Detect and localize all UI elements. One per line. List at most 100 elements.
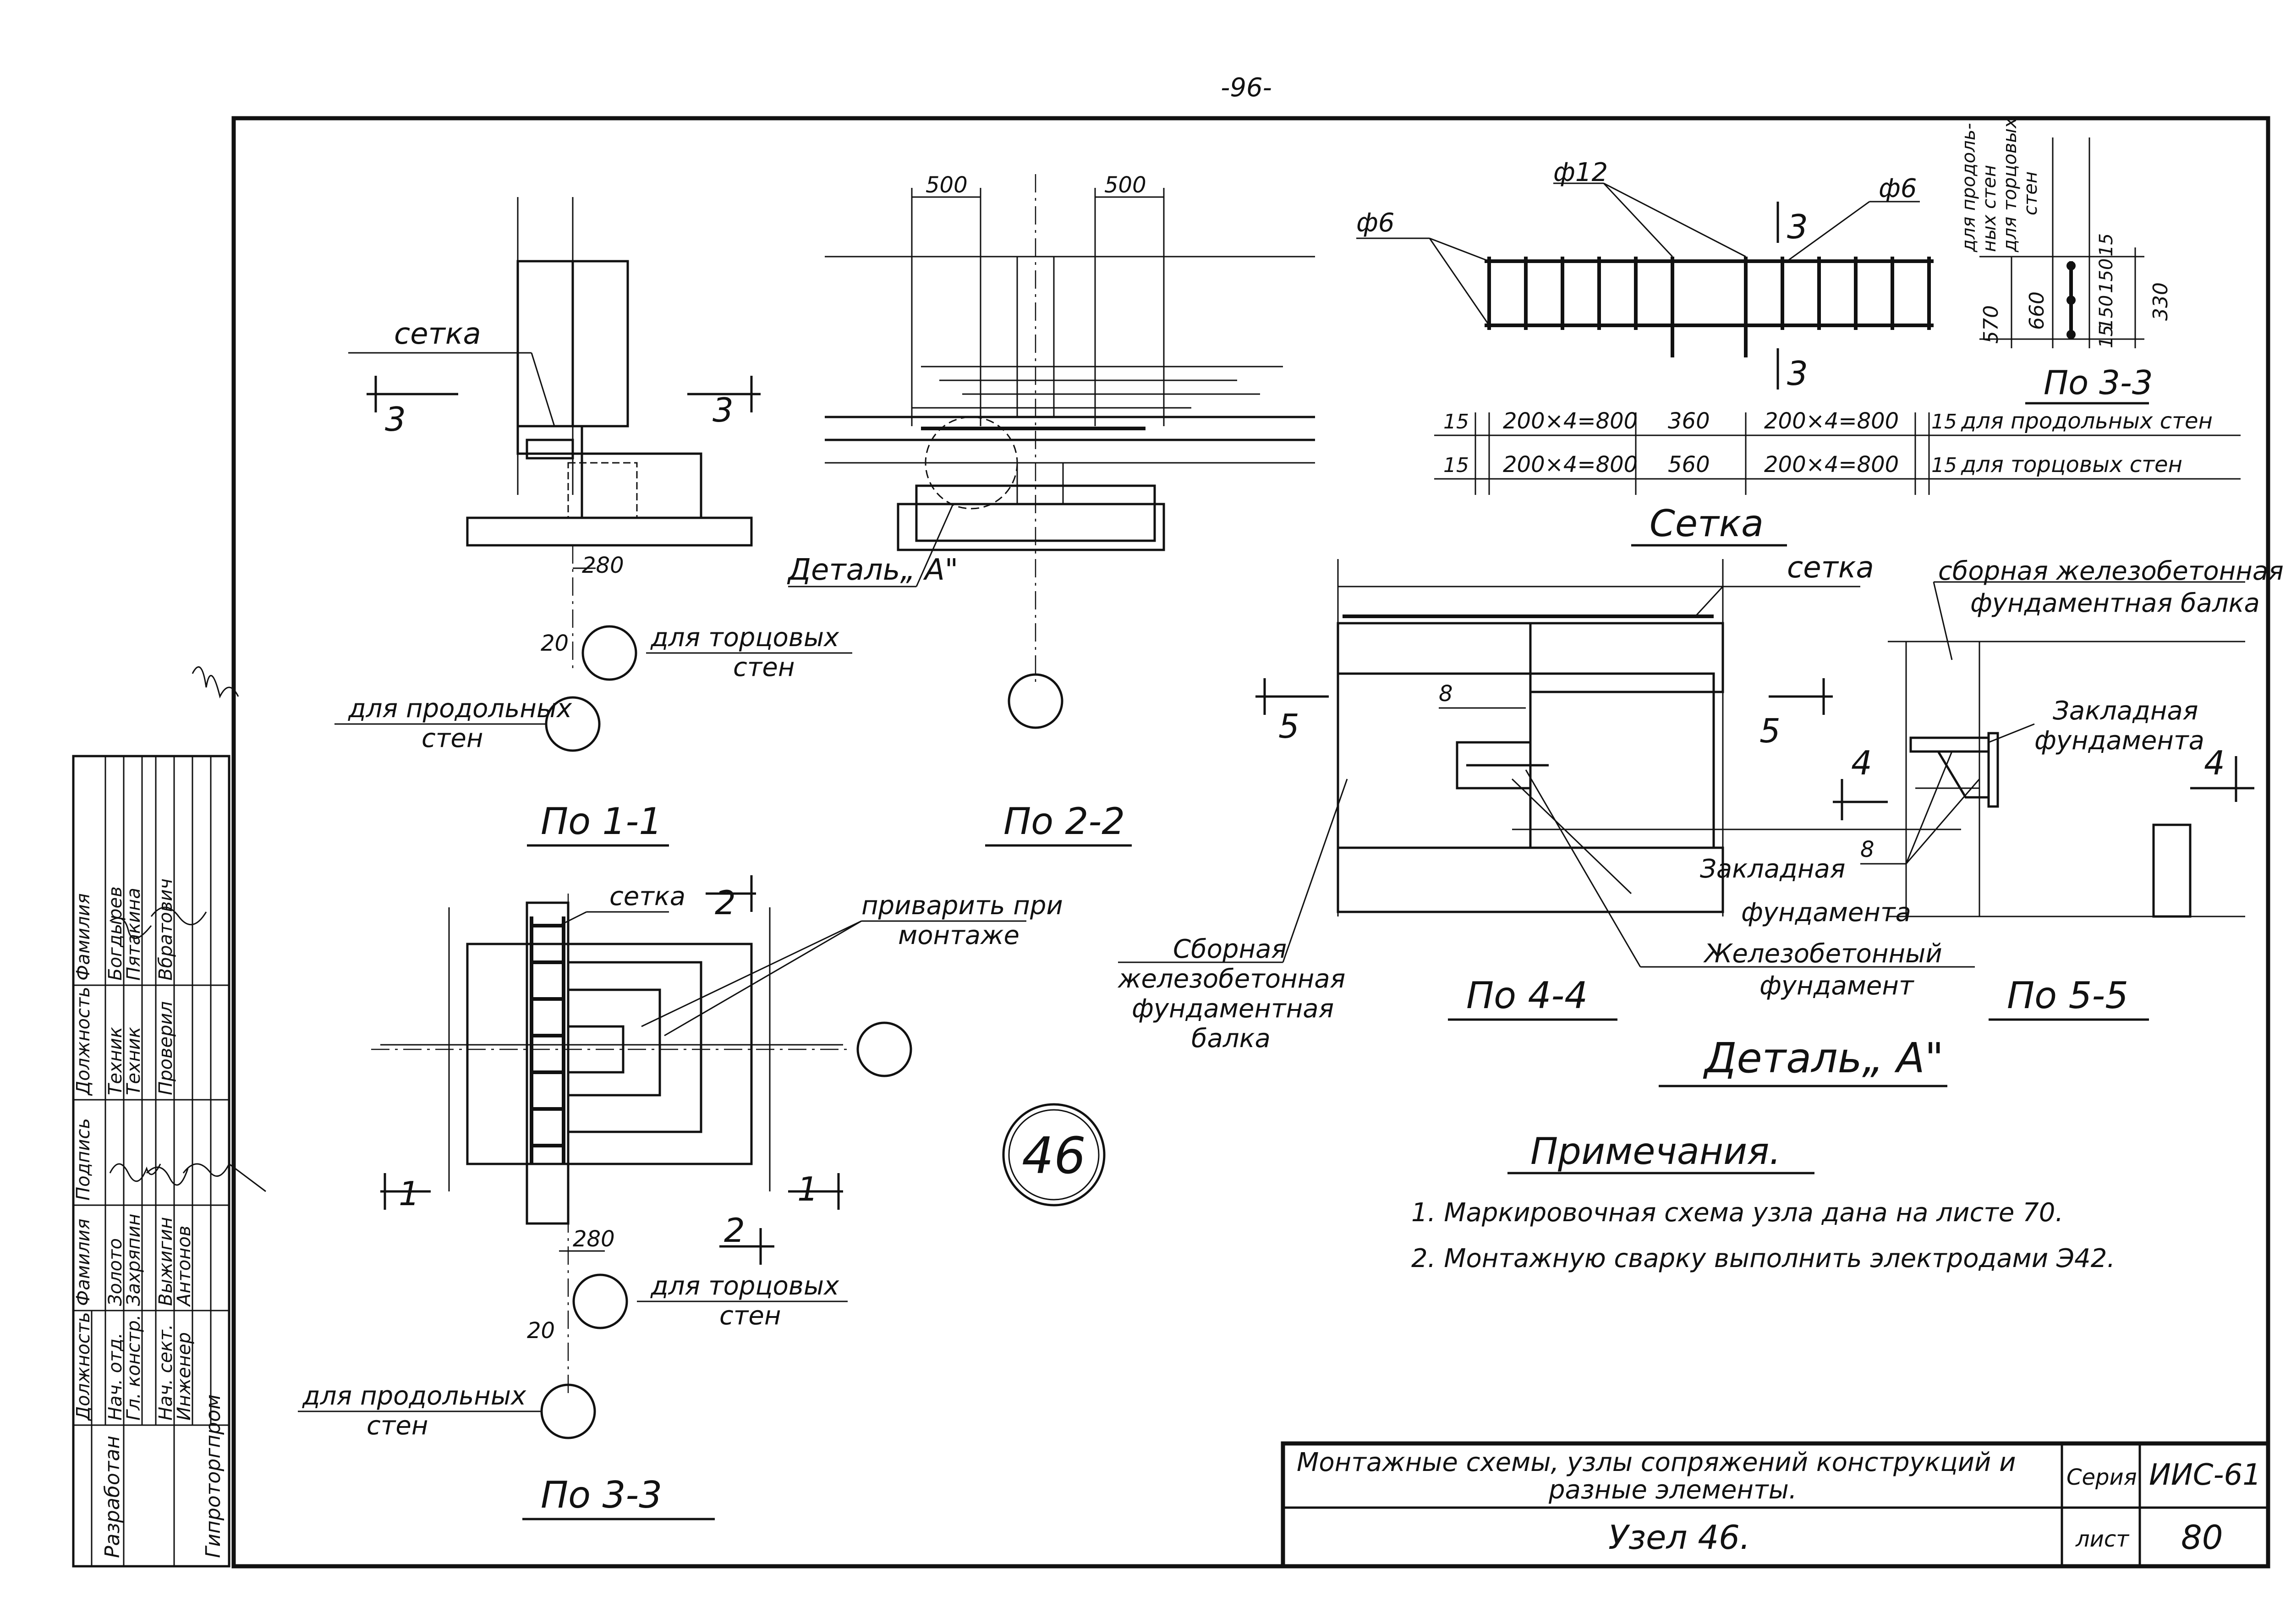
stamp-h-surname: Фамилия bbox=[73, 1218, 94, 1306]
stamp: Разработан Гипроторгпром Должность Фамил… bbox=[72, 666, 266, 1568]
title-node: Узел 46. bbox=[1608, 1518, 1750, 1557]
label-long-walls-1a: для продольных bbox=[348, 694, 572, 724]
stamp-h-surname-2: Фамилия bbox=[73, 893, 94, 981]
dim-row1-mid: 360 bbox=[1668, 408, 1710, 434]
signature-scribble-6 bbox=[192, 666, 239, 699]
label-phi6-left: ф6 bbox=[1356, 208, 1395, 238]
label-end-walls-1a: для торцовых bbox=[650, 623, 839, 653]
cut-mark-1-right: 1 bbox=[797, 1170, 818, 1208]
label-mesh-end-walls: для торцовых стен bbox=[1961, 452, 2182, 477]
label-long-walls-3b: стен bbox=[367, 1411, 428, 1441]
label-precast-beam-1: Сборная bbox=[1173, 934, 1287, 964]
sheet-label: лист bbox=[2075, 1526, 2130, 1552]
label-embedded-1: Закладная bbox=[1700, 854, 1846, 884]
label-precast-beam-2: железобетонная bbox=[1117, 964, 1345, 994]
cut-mark-5-left: 5 bbox=[1278, 707, 1299, 746]
signature-scribble-1 bbox=[109, 1163, 161, 1182]
title-view-5-5: По 5-5 bbox=[2007, 974, 2128, 1017]
view-4-4: 8 сетка 5 5 По 4-4 bbox=[1255, 551, 1975, 1021]
dim-row2-left: 200×4=800 bbox=[1503, 452, 1638, 477]
label-weld-1: приварить при bbox=[861, 891, 1063, 921]
axis-bubble-4 bbox=[856, 1021, 912, 1077]
label-phi12: ф12 bbox=[1553, 158, 1608, 187]
label-phi6-right: ф6 bbox=[1879, 174, 1917, 203]
stamp-l-pos-1: Гл. констр. bbox=[123, 1315, 144, 1421]
dim-15-r1-l: 15 bbox=[1443, 410, 1469, 433]
label-mesh-33: сетка bbox=[609, 882, 685, 911]
dim-20-a: 20 bbox=[541, 631, 569, 656]
label-weld-2: монтаже bbox=[898, 921, 1019, 950]
dim-15-r1-r: 15 bbox=[1931, 410, 1957, 433]
title-mesh-3-3: По 3-3 bbox=[2044, 363, 2153, 402]
dim-570: 570 bbox=[1979, 305, 2003, 344]
stamp-r-sur-1: Пятакина bbox=[123, 888, 144, 981]
title-view-1-1: По 1-1 bbox=[541, 800, 662, 843]
dim-150-a: 150 bbox=[2096, 258, 2117, 293]
mesh-cut-3-top: 3 bbox=[1787, 208, 1808, 246]
label-end-walls-3b: стен bbox=[719, 1301, 781, 1331]
label-embedded-2: фундамента bbox=[1741, 898, 1911, 927]
title-view-3-3: По 3-3 bbox=[541, 1474, 662, 1516]
label-precast-beam-4: балка bbox=[1191, 1024, 1271, 1053]
stamp-institute: Гипроторгпром bbox=[202, 1394, 225, 1558]
axis-bubble-1 bbox=[581, 625, 637, 681]
title-view-2-2: По 2-2 bbox=[1003, 800, 1125, 843]
title-description-2: разные элементы. bbox=[1548, 1475, 1797, 1505]
dim-280-a: 280 bbox=[582, 553, 624, 578]
stamp-l-sur-3: Антонов bbox=[174, 1226, 195, 1308]
view-5-5: 4 4 сборная железобетонная фундаментная … bbox=[1833, 556, 2284, 1021]
label-long-walls-3a: для продольных bbox=[302, 1381, 526, 1411]
dim-20-b: 20 bbox=[527, 1318, 555, 1344]
page-number: -96- bbox=[1221, 73, 1272, 103]
dim-15-top: 15 bbox=[2096, 233, 2117, 257]
cut-mark-2-top: 2 bbox=[715, 883, 736, 922]
dim-8-a: 8 bbox=[1439, 681, 1453, 707]
title-mesh: Сетка bbox=[1650, 502, 1764, 545]
mesh-cut-3-bottom: 3 bbox=[1787, 354, 1808, 393]
stamp-r-pos-0: Техник bbox=[105, 1027, 126, 1095]
stamp-l-pos-2: Нач. сект. bbox=[155, 1324, 176, 1421]
view-2-2: 500 500 Деталь„ А" По 2-2 bbox=[787, 172, 1315, 847]
label-detail-a-ref: Деталь„ А" bbox=[787, 553, 958, 587]
dim-row2-right: 200×4=800 bbox=[1764, 452, 1899, 477]
mesh-vert-2: ных стен bbox=[1979, 165, 2000, 252]
mesh-vert-3: для торцовых bbox=[2000, 117, 2021, 252]
cut-mark-3-right: 3 bbox=[713, 391, 734, 429]
cut-mark-4-right: 4 bbox=[2204, 744, 2225, 782]
dim-330: 330 bbox=[2149, 282, 2172, 321]
label-mesh-44: сетка bbox=[1787, 551, 1874, 585]
view-1-1: сетка 3 3 280 20 для торцовых стен для п… bbox=[334, 197, 852, 847]
label-embedded-top-2: фундамента bbox=[2034, 726, 2204, 756]
axis-bubble-2 bbox=[545, 696, 601, 752]
mesh-vert-1: для продоль- bbox=[1958, 123, 1979, 252]
stamp-h-position: Должность bbox=[73, 1312, 94, 1421]
dim-660: 660 bbox=[2025, 291, 2049, 330]
dim-15-bot: 15 bbox=[2096, 325, 2117, 348]
stamp-r-pos-2: Проверил bbox=[155, 1001, 176, 1095]
node-number-circle bbox=[1002, 1103, 1106, 1207]
stamp-h-signature: Подпись bbox=[73, 1118, 94, 1201]
label-end-walls-3a: для торцовых bbox=[650, 1271, 839, 1301]
signature-scribble-2 bbox=[146, 1166, 189, 1186]
label-end-walls-1b: стен bbox=[733, 653, 795, 682]
note-2: 2. Монтажную сварку выполнить электродам… bbox=[1411, 1244, 2115, 1273]
cut-mark-4-left: 4 bbox=[1851, 744, 1872, 782]
dim-8-b: 8 bbox=[1860, 837, 1874, 862]
dim-500-right: 500 bbox=[1104, 172, 1146, 198]
signature-scribble-5 bbox=[150, 906, 207, 926]
dim-row1-left: 200×4=800 bbox=[1503, 408, 1638, 434]
cut-mark-1-left: 1 bbox=[399, 1174, 420, 1213]
mesh-vert-4: стен bbox=[2020, 171, 2041, 215]
dim-280-b: 280 bbox=[573, 1226, 615, 1252]
stamp-l-pos-0: Нач. отд. bbox=[105, 1333, 126, 1421]
mesh-plan: ф6 ф12 ф6 3 3 15 200×4=800 360 200×4=800… bbox=[1356, 158, 2241, 547]
notes: Примечания. 1. Маркировочная схема узла … bbox=[1411, 1130, 2115, 1273]
dim-row2-mid: 560 bbox=[1668, 452, 1710, 477]
signature-scribble-4 bbox=[110, 917, 152, 939]
title-block: Монтажные схемы, узлы сопряжений констру… bbox=[1281, 1441, 2270, 1569]
mesh-section-3-3: для продоль- ных стен для торцовых стен … bbox=[1958, 117, 2172, 405]
stamp-r-pos-1: Техник bbox=[123, 1027, 144, 1095]
dim-15-r2-l: 15 bbox=[1443, 454, 1469, 477]
label-rc-foundation-2: фундамент bbox=[1759, 971, 1914, 1001]
